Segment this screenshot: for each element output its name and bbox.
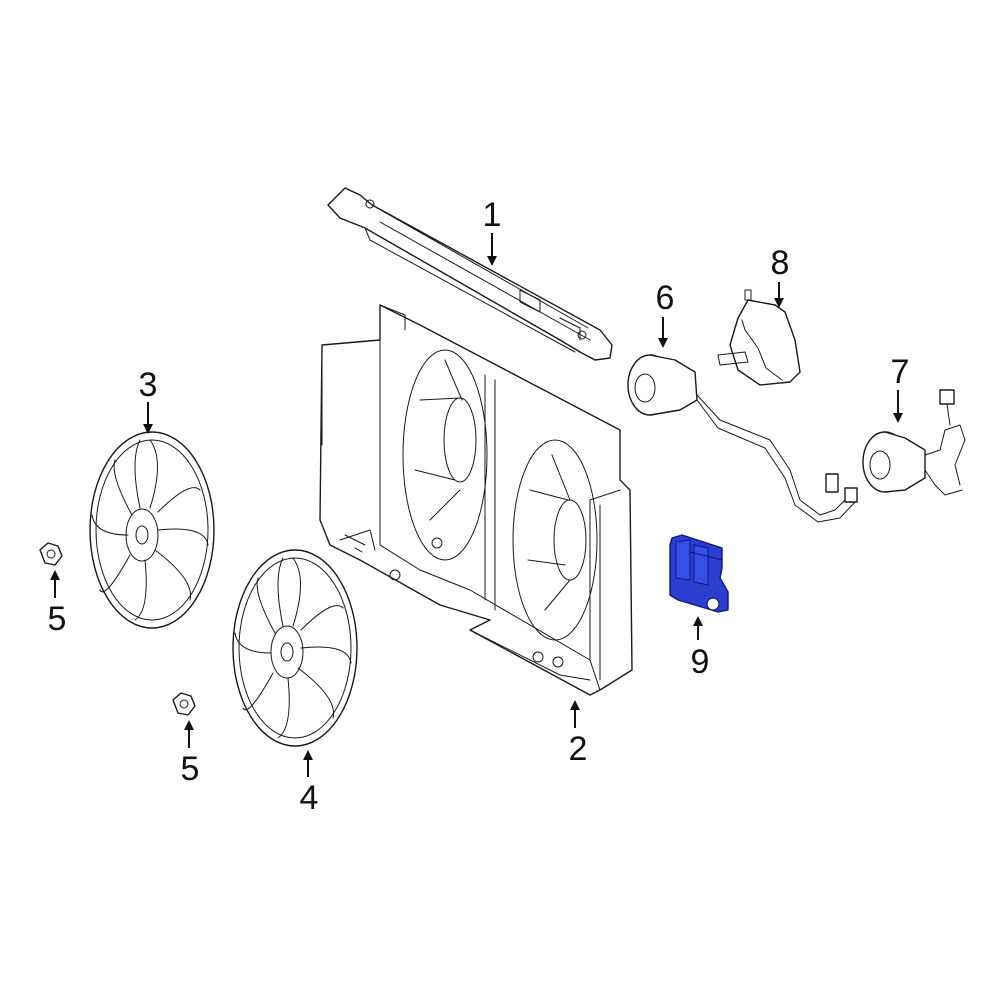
part-3-fan-blade-left[interactable]	[89, 431, 215, 629]
part-7-fan-motor-right[interactable]	[862, 389, 966, 496]
callout-5b: 5	[181, 750, 200, 788]
callout-8: 8	[771, 244, 790, 282]
callout-1: 1	[483, 196, 502, 234]
callout-leaders	[50, 233, 903, 777]
callout-6: 6	[656, 279, 675, 317]
part-6-fan-motor[interactable]	[627, 354, 858, 523]
part-9-fan-control-module[interactable]	[669, 534, 729, 613]
callout-7: 7	[891, 353, 910, 391]
callout-4: 4	[300, 779, 319, 817]
callout-2: 2	[569, 730, 588, 768]
callout-9: 9	[691, 643, 710, 681]
callout-labels: 1 2 3 4 5 5 6 7 8 9	[48, 196, 910, 817]
part-4-fan-blade-right[interactable]	[232, 549, 358, 747]
part-1-upper-bracket[interactable]	[327, 187, 613, 361]
part-8-motor-cover[interactable]	[717, 289, 801, 386]
part-5-nut-a[interactable]	[39, 542, 63, 566]
part-2-fan-shroud[interactable]	[319, 304, 633, 696]
part-5-nut-b[interactable]	[172, 692, 196, 716]
callout-5a: 5	[48, 600, 67, 638]
callout-3: 3	[139, 366, 158, 404]
